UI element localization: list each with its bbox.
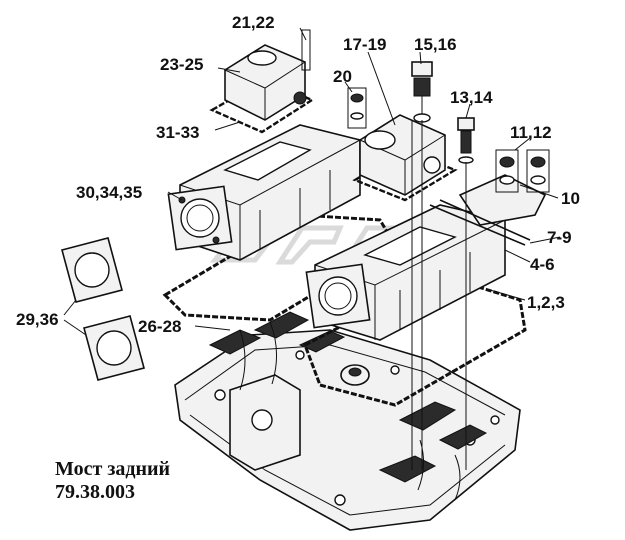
- callout-31-33: 31-33: [156, 123, 200, 142]
- callout-1-2-3: 1,2,3: [527, 293, 565, 312]
- caption-line-1: Мост задний: [55, 458, 171, 480]
- callout-30-34-35: 30,34,35: [76, 183, 143, 202]
- callout-23-25: 23-25: [160, 55, 204, 74]
- assembly-lines: [411, 120, 467, 470]
- callout-13-14: 13,14: [450, 88, 493, 107]
- bolt-15-16: [411, 61, 433, 123]
- side-cover: [458, 174, 547, 226]
- callout-15-16: 15,16: [414, 35, 457, 54]
- callout-21-22: 21,22: [232, 13, 275, 32]
- flange-gaskets: [61, 237, 145, 381]
- callout-7-9: 7-9: [547, 228, 572, 247]
- caption-line-2: 79.38.003: [55, 481, 135, 503]
- leader-lines: [63, 27, 561, 336]
- breather-housing: [209, 29, 315, 134]
- base-housing: [174, 311, 521, 531]
- filler-housing: [352, 114, 458, 202]
- callout-17-19: 17-19: [343, 35, 387, 54]
- callout-4-6: 4-6: [530, 255, 555, 274]
- washer-20: [347, 87, 367, 129]
- diagram-caption: Мост задний 79.38.003: [55, 458, 170, 504]
- studs-7-9: [429, 199, 531, 246]
- callout-20: 20: [333, 67, 352, 86]
- nuts-11-12: [495, 149, 550, 193]
- callout-10: 10: [561, 189, 580, 208]
- callout-29-36: 29,36: [16, 310, 59, 329]
- callout-11-12: 11,12: [510, 123, 552, 142]
- callout-26-28: 26-28: [138, 317, 182, 336]
- right-cover-housing: [305, 204, 506, 341]
- bolt-13-14: [457, 117, 475, 164]
